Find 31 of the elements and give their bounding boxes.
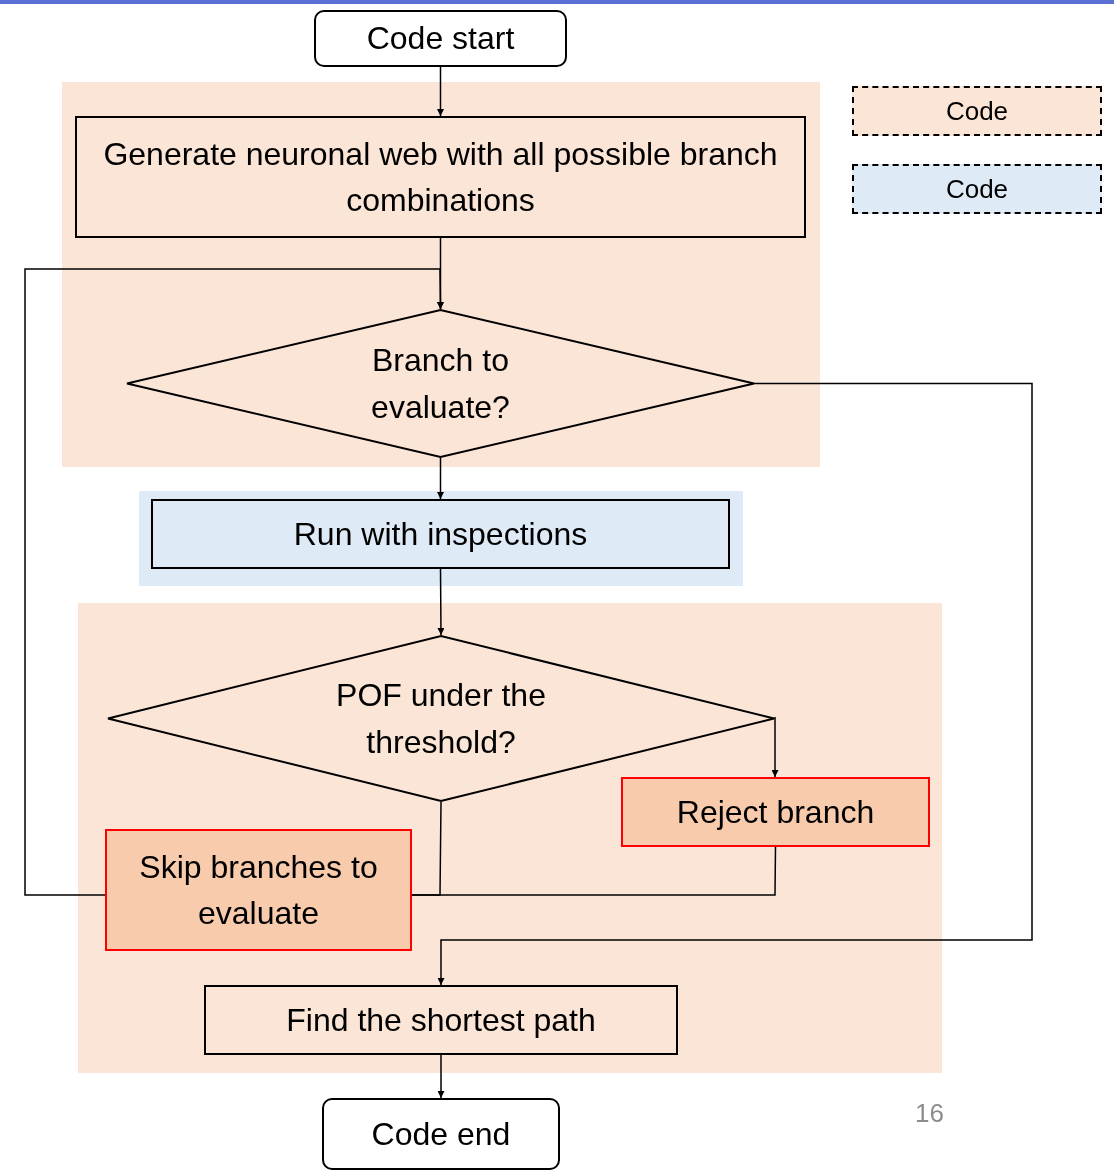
node-label: Reject branch — [676, 792, 875, 832]
node-label: POF under the threshold? — [335, 676, 547, 762]
process-box — [105, 829, 412, 951]
node-label: Code end — [371, 1114, 511, 1154]
process-box — [621, 777, 930, 847]
arrow — [437, 382, 1033, 986]
arrow — [437, 457, 444, 500]
group-band — [139, 491, 743, 586]
node-label: Run with inspections — [293, 514, 588, 554]
process-box — [75, 116, 806, 238]
node-label: Find the shortest path — [286, 1000, 596, 1040]
node-label: Skip branches to evaluate — [138, 847, 379, 933]
node-label: Generate neuronal web with all possible branch combinations — [102, 134, 779, 220]
process-box — [204, 985, 678, 1055]
arrow — [437, 568, 445, 636]
decision-diamond — [127, 309, 754, 458]
group-band — [62, 82, 820, 467]
legend-label: Code — [945, 95, 1009, 127]
node-label: Code start — [366, 19, 515, 59]
terminal-box — [314, 10, 567, 67]
node-label: Branch to evaluate? — [370, 341, 511, 427]
arrow — [24, 268, 444, 896]
decision-diamond — [108, 635, 774, 802]
group-band — [78, 603, 942, 1073]
arrow — [437, 1054, 445, 1099]
arrow — [771, 716, 779, 778]
page-number: 16 — [915, 1098, 944, 1129]
legend-label: Code — [945, 173, 1009, 205]
terminal-box — [322, 1098, 560, 1170]
arrow — [437, 66, 444, 117]
process-box — [151, 499, 730, 569]
